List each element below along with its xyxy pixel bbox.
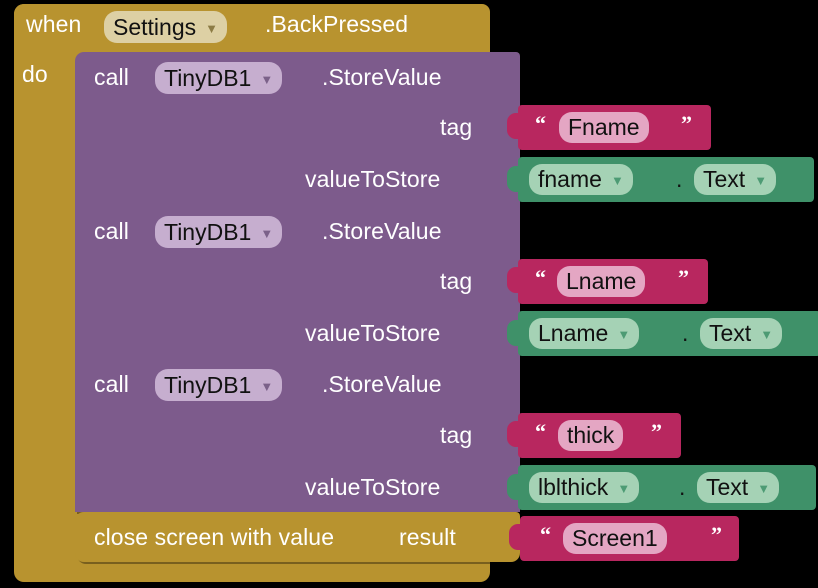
method-block-storevalue-2[interactable]: [75, 206, 520, 358]
event-component-label: Settings: [113, 13, 197, 40]
getter-dot-1: .: [676, 166, 683, 192]
method-component-dropdown-1[interactable]: TinyDB1 ▼: [155, 62, 283, 94]
close-screen-arg-label: result: [399, 524, 456, 550]
method-name-label-2: .StoreValue: [322, 218, 442, 244]
arg-label-valuetostore-2: valueToStore: [305, 320, 441, 346]
getter-component-dropdown-3[interactable]: lblthick ▼: [529, 472, 640, 503]
block-notch-icon: [109, 512, 145, 519]
method-component-label-2: TinyDB1: [164, 218, 252, 245]
chevron-down-icon[interactable]: ▼: [617, 481, 631, 496]
close-screen-block[interactable]: [75, 512, 520, 562]
getter-property-dropdown-2[interactable]: Text ▼: [700, 318, 783, 349]
text-value-label-screen1: Screen1: [572, 525, 658, 551]
close-quote-1: ”: [681, 111, 692, 136]
getter-component-label-1: fname: [538, 166, 602, 192]
chevron-down-icon[interactable]: ▼: [610, 173, 624, 188]
arg-label-tag-1: tag: [440, 114, 473, 140]
open-quote-1: “: [535, 111, 546, 136]
getter-property-dropdown-1[interactable]: Text ▼: [694, 164, 777, 195]
chevron-down-icon[interactable]: ▼: [760, 327, 774, 342]
arg-label-tag-2: tag: [440, 268, 473, 294]
chevron-down-icon[interactable]: ▼: [260, 225, 274, 241]
text-value-label-3: thick: [567, 422, 615, 448]
getter-dot-2: .: [682, 320, 689, 346]
arg-label-valuetostore-3: valueToStore: [305, 474, 441, 500]
text-value-field-2[interactable]: Lname: [557, 266, 646, 297]
close-quote-3: ”: [651, 419, 662, 444]
event-component-dropdown[interactable]: Settings ▼: [104, 11, 227, 43]
event-name-label: .BackPressed: [265, 11, 409, 37]
method-name-label-3: .StoreValue: [322, 371, 442, 397]
chevron-down-icon[interactable]: ▼: [617, 327, 631, 342]
arg-label-valuetostore-1: valueToStore: [305, 166, 441, 192]
open-quote-3: “: [535, 419, 546, 444]
method-component-label-3: TinyDB1: [164, 371, 252, 398]
getter-component-label-3: lblthick: [538, 474, 609, 500]
method-name-label-1: .StoreValue: [322, 64, 442, 90]
getter-property-label-3: Text: [706, 474, 749, 500]
close-quote-screen1: ”: [711, 522, 722, 547]
method-component-dropdown-3[interactable]: TinyDB1 ▼: [155, 369, 283, 401]
getter-component-dropdown-1[interactable]: fname ▼: [529, 164, 633, 195]
text-value-field-3[interactable]: thick: [558, 420, 624, 451]
event-block-header: [14, 4, 490, 50]
close-screen-label: close screen with value: [94, 524, 335, 550]
chevron-down-icon[interactable]: ▼: [757, 481, 771, 496]
do-label: do: [22, 61, 48, 87]
method-block-storevalue-1[interactable]: [75, 52, 520, 206]
close-quote-2: ”: [678, 265, 689, 290]
chevron-down-icon[interactable]: ▼: [205, 20, 218, 36]
chevron-down-icon[interactable]: ▼: [260, 378, 274, 394]
text-value-field-screen1[interactable]: Screen1: [563, 523, 667, 554]
getter-component-dropdown-2[interactable]: Lname ▼: [529, 318, 640, 349]
arg-label-tag-3: tag: [440, 422, 473, 448]
method-component-dropdown-2[interactable]: TinyDB1 ▼: [155, 216, 283, 248]
method-component-label-1: TinyDB1: [164, 64, 252, 91]
call-label-3: call: [94, 371, 129, 397]
getter-property-label-1: Text: [703, 166, 746, 192]
open-quote-2: “: [535, 265, 546, 290]
getter-component-label-2: Lname: [538, 320, 609, 346]
open-quote-screen1: “: [540, 522, 551, 547]
getter-property-label-2: Text: [709, 320, 752, 346]
call-label-1: call: [94, 64, 129, 90]
chevron-down-icon[interactable]: ▼: [260, 71, 274, 87]
text-value-field-1[interactable]: Fname: [559, 112, 649, 143]
getter-dot-3: .: [679, 474, 686, 500]
text-value-label-2: Lname: [566, 268, 637, 294]
chevron-down-icon[interactable]: ▼: [754, 173, 768, 188]
getter-property-dropdown-3[interactable]: Text ▼: [697, 472, 780, 503]
when-label: when: [26, 11, 82, 37]
call-label-2: call: [94, 218, 129, 244]
method-block-storevalue-3[interactable]: [75, 358, 520, 512]
text-value-label-1: Fname: [568, 114, 640, 140]
